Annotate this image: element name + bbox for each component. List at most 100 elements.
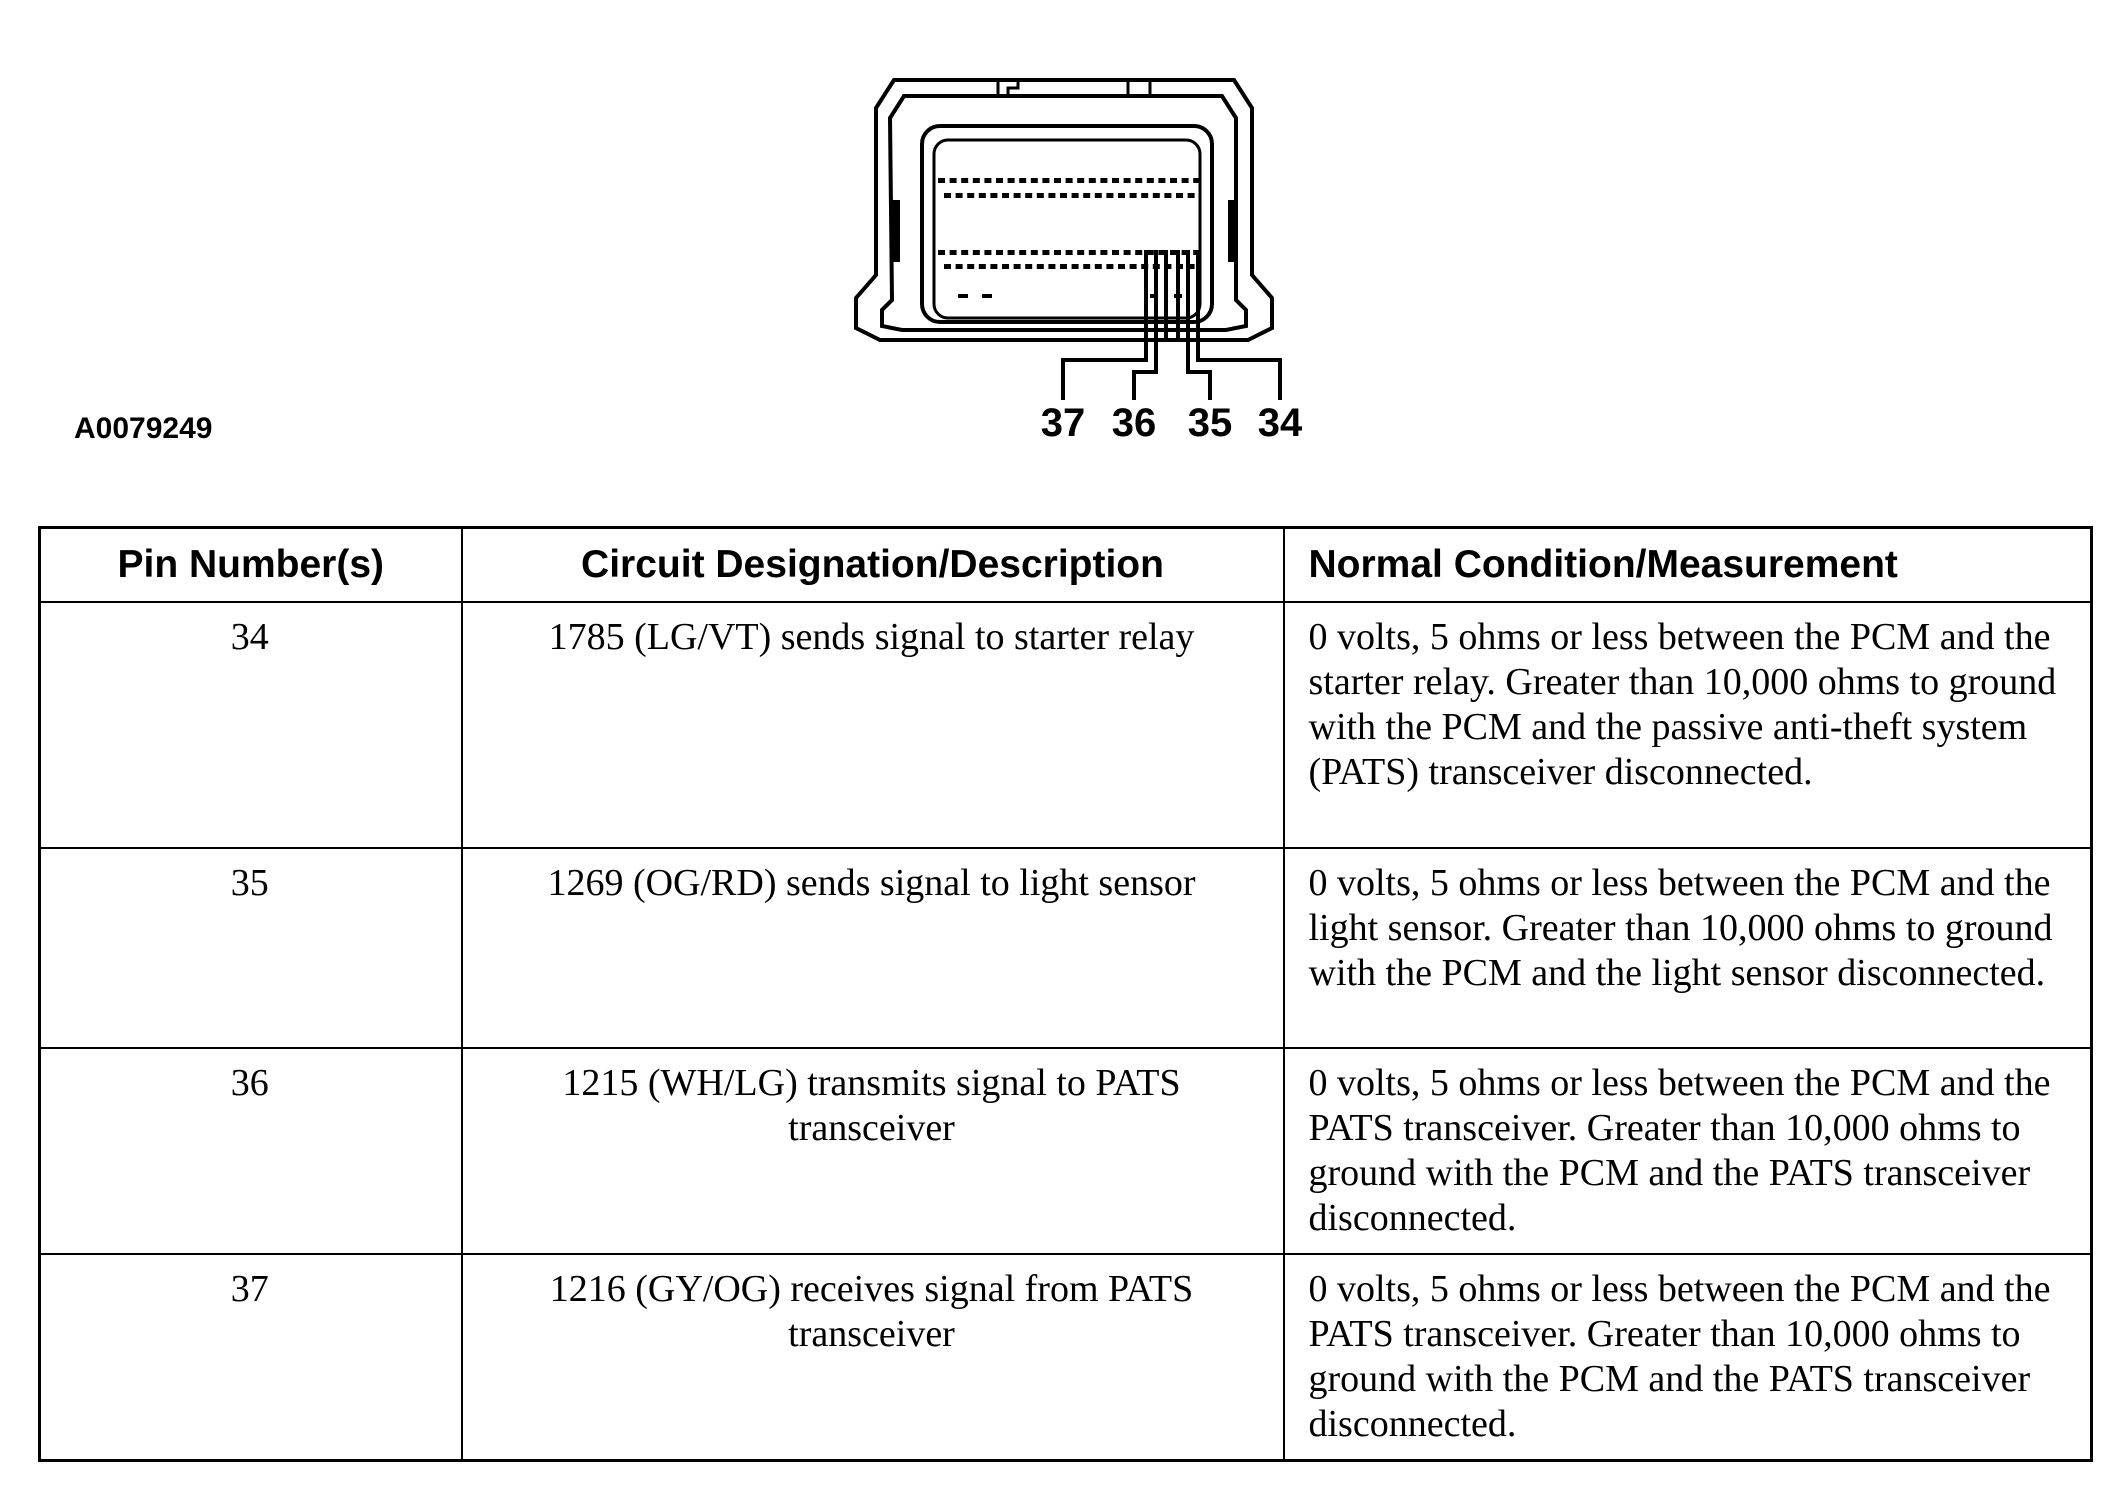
pin-cell: 37 <box>38 1253 463 1462</box>
figure-id: A0079249 <box>74 412 213 445</box>
pin-cavity <box>1025 193 1033 198</box>
pin-cavity <box>1060 264 1067 269</box>
pin-cavity <box>1106 264 1114 269</box>
pin-cavity <box>1094 264 1102 269</box>
pin-cavity <box>938 250 945 255</box>
pin-cavity <box>1002 264 1009 269</box>
pin-cavity <box>1042 250 1050 255</box>
pin-cavity <box>1158 250 1166 255</box>
pin-label-36: 36 <box>1112 401 1157 445</box>
pin-cavity <box>1135 178 1143 183</box>
pin-cavity <box>990 193 998 198</box>
pin-cavity <box>961 250 969 255</box>
pin-cavity <box>944 264 951 269</box>
pin-cavity <box>978 193 986 198</box>
pin-cavity <box>1100 178 1108 183</box>
pin-cavity <box>1176 193 1183 198</box>
pin-cavity <box>1088 178 1096 183</box>
connector-side-latches <box>890 200 1238 262</box>
pin-cavity <box>1077 250 1085 255</box>
pin-label-37: 37 <box>1041 401 1086 445</box>
pin-cavity <box>972 178 980 183</box>
pin-cavity <box>1019 178 1027 183</box>
pin-cavity <box>996 250 1003 255</box>
pin-cavity <box>1048 193 1056 198</box>
pin-cavity <box>1100 250 1108 255</box>
table-row: 35 1269 (OG/RD) sends signal to light se… <box>38 847 2093 1049</box>
pin-rows <box>938 178 1201 298</box>
pin-cavity <box>1152 193 1160 198</box>
pin-cavity <box>961 178 969 183</box>
pin-cavity <box>1181 250 1189 255</box>
pin-cavity <box>1071 193 1079 198</box>
pin-cavity <box>1129 264 1137 269</box>
pin-cavity <box>1141 193 1149 198</box>
pin-cavity <box>1007 178 1015 183</box>
condition-cell: 0 volts, 5 ohms or less between the PCM … <box>1282 1047 2093 1255</box>
pin-cavity <box>1083 193 1091 198</box>
pin-cell: 36 <box>38 1047 463 1255</box>
pin-cavity <box>938 178 945 183</box>
pin-cavity <box>1054 178 1061 183</box>
pin-cavity <box>955 193 963 198</box>
pin-cavity <box>1181 178 1189 183</box>
pin-cavity <box>949 178 957 183</box>
pin-cavity <box>1094 193 1102 198</box>
pin-cavity <box>1036 264 1044 269</box>
pin-label-35: 35 <box>1188 401 1233 445</box>
pin-cavity <box>1077 178 1085 183</box>
pin-cavity <box>1170 250 1177 255</box>
circuit-cell: 1269 (OG/RD) sends signal to light senso… <box>460 847 1285 1049</box>
pin-cavity <box>1007 250 1015 255</box>
pin-cavity <box>1118 264 1125 269</box>
header-pin-numbers: Pin Number(s) <box>38 526 463 603</box>
pin-cavity <box>1123 178 1131 183</box>
pin-cavity <box>1060 193 1067 198</box>
connector-housing <box>854 78 1274 342</box>
circuit-cell: 1785 (LG/VT) sends signal to starter rel… <box>460 601 1285 849</box>
pin-cavity <box>1054 250 1061 255</box>
pin-cavity <box>955 264 963 269</box>
pin-cell: 35 <box>38 847 463 1049</box>
pin-cavity <box>1129 193 1137 198</box>
pin-cell: 34 <box>38 601 463 849</box>
pin-cavity <box>1030 250 1038 255</box>
pin-cavity <box>1042 178 1050 183</box>
pin-cavity <box>1164 193 1172 198</box>
pin-cavity <box>1019 250 1027 255</box>
pin-cavity <box>1036 193 1044 198</box>
pin-cavity <box>1083 264 1091 269</box>
circuit-cell: 1215 (WH/LG) transmits signal to PATS tr… <box>460 1047 1285 1255</box>
pin-leads <box>1061 250 1282 400</box>
pin-cavity <box>1013 193 1021 198</box>
pin-cavity <box>984 178 992 183</box>
pin-cavity <box>1088 250 1096 255</box>
pin-cavity <box>1158 178 1166 183</box>
header-normal-condition: Normal Condition/Measurement <box>1282 526 2093 603</box>
pin-cavity <box>972 250 980 255</box>
pin-cavity <box>1135 250 1143 255</box>
condition-cell: 0 volts, 5 ohms or less between the PCM … <box>1282 847 2093 1049</box>
circuit-cell: 1216 (GY/OG) receives signal from PATS t… <box>460 1253 1285 1462</box>
pin-cavity <box>1170 178 1177 183</box>
pin-cavity <box>1013 264 1021 269</box>
pin-cavity <box>1112 178 1119 183</box>
pin-cavity <box>1193 178 1201 183</box>
pin-cavity <box>1106 193 1114 198</box>
pin-cavity <box>1030 178 1038 183</box>
pin-cavity <box>1065 250 1073 255</box>
pin-cavity <box>967 264 975 269</box>
pin-cavity <box>1118 193 1125 198</box>
table-header-row: Pin Number(s) Circuit Designation/Descri… <box>38 526 2093 603</box>
pin-table: Pin Number(s) Circuit Designation/Descri… <box>38 526 2093 1462</box>
pin-cavity <box>996 178 1003 183</box>
pin-cavity <box>1146 250 1154 255</box>
pin-cavity <box>958 294 968 298</box>
pin-cavity <box>1048 264 1056 269</box>
pin-cavity <box>1187 264 1195 269</box>
condition-cell: 0 volts, 5 ohms or less between the PCM … <box>1282 601 2093 849</box>
pin-cavity <box>1065 178 1073 183</box>
pin-number-labels: 37 36 35 34 <box>1041 401 1303 445</box>
pin-cavity <box>1112 250 1119 255</box>
pin-cavity <box>990 264 998 269</box>
